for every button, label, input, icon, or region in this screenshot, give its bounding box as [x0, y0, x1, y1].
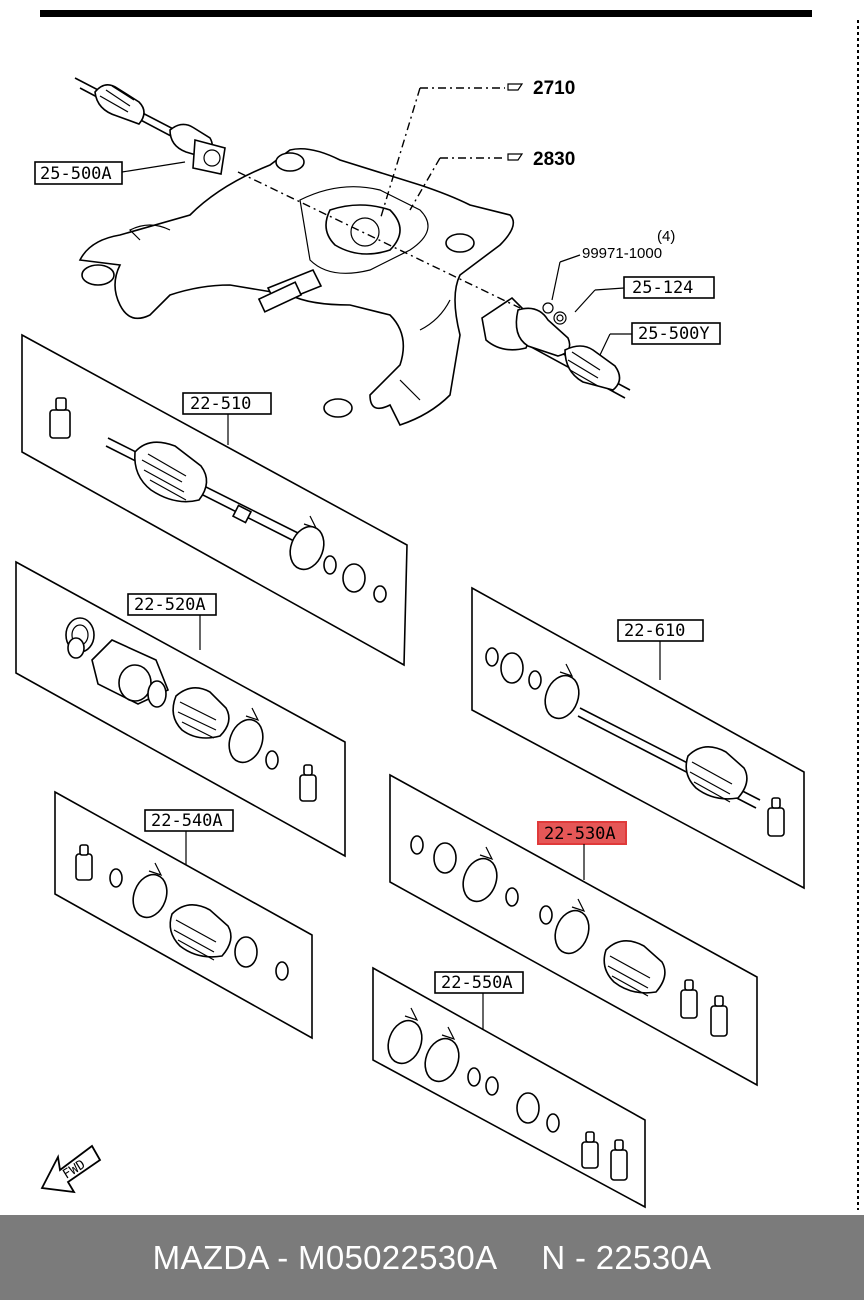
footer-part-number: MAZDA - M05022530A — [152, 1238, 498, 1276]
top-border — [40, 10, 812, 17]
label-25-500A[interactable]: 25-500A — [34, 161, 186, 185]
label-22-540A[interactable] — [144, 809, 234, 832]
right-axle-assembly — [481, 296, 631, 399]
svg-text:25-500A: 25-500A — [40, 164, 112, 184]
svg-text:22-540A: 22-540A — [151, 811, 223, 831]
bolt-part-number: 99971-1000 — [582, 245, 662, 262]
left-axle-assembly — [74, 77, 226, 175]
svg-text:22-530A: 22-530A — [544, 824, 616, 844]
svg-text:22-510: 22-510 — [190, 394, 251, 414]
parts-diagram: 2710 2830 (4) 99971-1000 25-500A 25-124 … — [15, 10, 859, 1210]
ref-2830: 2830 — [507, 149, 575, 170]
label-22-530A-highlighted[interactable] — [537, 821, 627, 845]
svg-text:2710: 2710 — [533, 78, 575, 99]
label-25-500Y[interactable]: 25-500Y — [599, 322, 721, 356]
panel-22-550A: 22-550A — [372, 966, 646, 1209]
svg-text:25-124: 25-124 — [632, 278, 693, 298]
subframe — [78, 147, 515, 426]
footer-diagram-ref: N - 22530A — [541, 1238, 712, 1276]
svg-text:22-610: 22-610 — [624, 621, 685, 641]
qty-label: (4) — [657, 228, 675, 245]
svg-text:2830: 2830 — [533, 149, 575, 170]
label-22-520A[interactable] — [127, 593, 217, 616]
label-25-124[interactable]: 25-124 — [574, 276, 715, 313]
svg-text:22-550A: 22-550A — [441, 973, 513, 993]
svg-text:22-520A: 22-520A — [134, 595, 206, 615]
label-22-510[interactable] — [182, 392, 272, 415]
panel-22-530A: 22-530A — [389, 773, 758, 1087]
panel-22-510: 22-510 — [21, 333, 408, 667]
label-22-550A[interactable] — [434, 971, 524, 994]
panel-22-520A: 22-520A — [15, 560, 346, 858]
footer-bar: MAZDA - M05022530A N - 22530A — [0, 1215, 864, 1300]
fwd-arrow-icon: FWD — [40, 1144, 102, 1194]
panel-22-540A: 22-540A — [54, 790, 313, 1040]
svg-text:25-500Y: 25-500Y — [638, 324, 710, 344]
ref-2710: 2710 — [507, 78, 575, 99]
panel-22-610: 22-610 — [471, 586, 805, 890]
